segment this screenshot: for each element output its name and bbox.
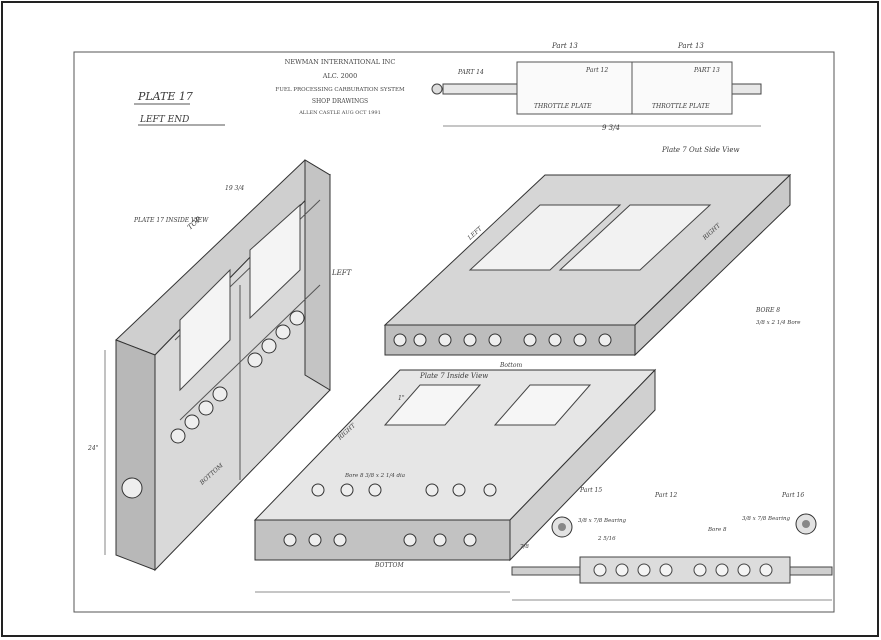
plate-title: PLATE 17 (137, 90, 193, 103)
dim-2-516: 2 5/16 (597, 536, 616, 542)
title-line4: SHOP DRAWINGS (312, 98, 368, 105)
bore8-spec: 3/8 x 2 1/4 Bore (756, 320, 801, 326)
title-line3: FUEL PROCESSING CARBURATION SYSTEM (275, 87, 405, 93)
dim-24: 24" (87, 445, 99, 452)
title-line5: ALLEN CASTLE AUG OCT 1991 (298, 110, 381, 116)
part13-top-label-2: Part 13 (677, 42, 704, 50)
left-label: LEFT (331, 269, 353, 277)
dim-7-8: 7/8 (520, 544, 529, 550)
dim-1: 1" (398, 395, 405, 402)
throttle-plate-2: THROTTLE PLATE (652, 103, 710, 110)
part13-top-label: Part 13 (551, 42, 578, 50)
part16-label: Part 16 (781, 492, 804, 499)
plate17-inside-label: PLATE 17 INSIDE VIEW (133, 217, 209, 224)
bore-holes-label: Bore 8 3/8 x 2 1/4 dia (344, 473, 405, 479)
bore8-label: BORE 8 (755, 307, 780, 314)
title-line1: NEWMAN INTERNATIONAL INC (285, 58, 396, 66)
part15-label: Part 15 (579, 487, 602, 494)
plate7-inside-label: Plate 7 Inside View (419, 372, 488, 380)
part12-label: Part 12 (585, 67, 608, 74)
drawing-border (73, 51, 835, 613)
bore8b-label: Bore 8 (707, 527, 727, 533)
bearing-label-1: 3/8 x 7/8 Bearing (578, 518, 627, 524)
title-block: NEWMAN INTERNATIONAL INC ALC. 2000 FUEL … (275, 58, 405, 116)
part12b-label: Part 12 (654, 492, 677, 499)
left-end-isometric: TOP LEFT BOTTOM PLATE 17 INSIDE VIEW 24"… (87, 159, 353, 572)
bearing-label-2: 3/8 x 7/8 Bearing (742, 516, 791, 522)
part13-label: PART 13 (693, 67, 720, 74)
outside-view-isometric: Plate 7 Out Side View LEFT RIGHT Bottom … (383, 146, 801, 369)
title-line2: ALC. 2000 (322, 72, 357, 80)
dim-9-34: 9 3/4 (602, 124, 620, 132)
throttle-shaft-view: 9 3/4 Part 13 Part 13 Part 12 PART 13 PA… (431, 42, 762, 132)
part14-label: PART 14 (457, 69, 484, 76)
plate17-outside-label: Plate 7 Out Side View (661, 146, 739, 154)
left-end-label: LEFT END (139, 115, 189, 125)
inside-view-isometric: Plate 7 Inside View RIGHT Bore 8 3/8 x 2… (253, 368, 657, 593)
bottom-label-3: BOTTOM (374, 562, 404, 569)
dim-19-34: 19 3/4 (225, 185, 244, 192)
bearing-shaft-view: Part 15 Part 12 Part 16 3/8 x 7/8 Bearin… (511, 487, 833, 601)
throttle-plate-1: THROTTLE PLATE (534, 103, 592, 110)
bottom-label-2: Bottom (499, 362, 522, 369)
